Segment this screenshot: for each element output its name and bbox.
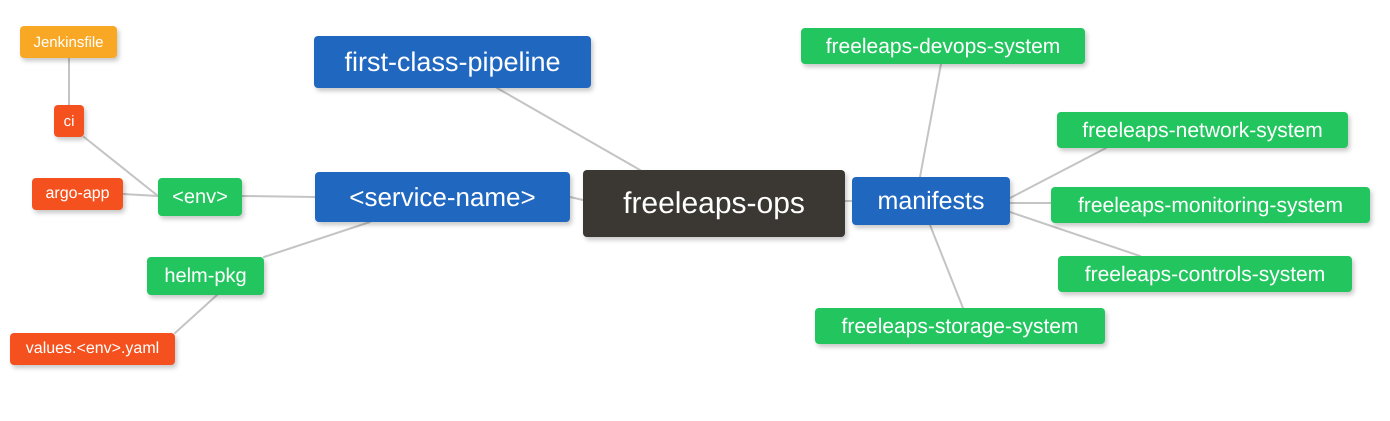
- mindmap-node-freeleaps-storage-system[interactable]: freeleaps-storage-system: [815, 308, 1105, 344]
- mindmap-node-first-class-pipeline[interactable]: first-class-pipeline: [314, 36, 591, 88]
- node-label-freeleaps-controls-system: freeleaps-controls-system: [1084, 262, 1326, 286]
- node-label-helm-pkg: helm-pkg: [164, 265, 247, 287]
- mindmap-node-env[interactable]: <env>: [158, 178, 242, 216]
- edge-first-class-pipeline-to-freeleaps-ops: [496, 87, 641, 171]
- node-label-manifests: manifests: [877, 186, 985, 215]
- node-label-values-env-yaml: values.<env>.yaml: [25, 340, 160, 357]
- node-label-ci: ci: [63, 112, 75, 130]
- node-label-env: <env>: [172, 186, 228, 208]
- edge-env-to-service-name: [241, 195, 316, 198]
- edge-helm-pkg-to-service-name: [263, 221, 371, 258]
- node-label-freeleaps-ops: freeleaps-ops: [623, 186, 805, 220]
- mindmap-node-freeleaps-controls-system[interactable]: freeleaps-controls-system: [1058, 256, 1352, 292]
- edge-manifests-to-freeleaps-storage-system: [929, 224, 964, 309]
- node-label-freeleaps-monitoring-system: freeleaps-monitoring-system: [1078, 193, 1343, 217]
- mindmap-node-freeleaps-network-system[interactable]: freeleaps-network-system: [1057, 112, 1348, 148]
- node-label-first-class-pipeline: first-class-pipeline: [344, 46, 561, 77]
- node-label-freeleaps-network-system: freeleaps-network-system: [1082, 118, 1323, 142]
- node-label-service-name: <service-name>: [349, 182, 536, 212]
- node-label-freeleaps-devops-system: freeleaps-devops-system: [825, 34, 1061, 58]
- mindmap-node-freeleaps-ops[interactable]: freeleaps-ops: [583, 170, 845, 237]
- mindmap-node-helm-pkg[interactable]: helm-pkg: [147, 257, 264, 295]
- mindmap-node-jenkinsfile[interactable]: Jenkinsfile: [20, 26, 117, 58]
- mindmap-node-freeleaps-monitoring-system[interactable]: freeleaps-monitoring-system: [1051, 187, 1370, 223]
- mindmap-node-manifests[interactable]: manifests: [852, 177, 1010, 225]
- mindmap-node-argo-app[interactable]: argo-app: [32, 178, 123, 210]
- edge-manifests-to-freeleaps-devops-system: [919, 63, 942, 178]
- node-label-freeleaps-storage-system: freeleaps-storage-system: [841, 314, 1079, 338]
- node-label-argo-app: argo-app: [45, 185, 110, 202]
- mindmap-node-service-name[interactable]: <service-name>: [315, 172, 570, 222]
- edge-service-name-to-freeleaps-ops: [569, 196, 584, 201]
- mindmap-node-values-env-yaml[interactable]: values.<env>.yaml: [10, 333, 175, 365]
- edge-values-env-yaml-to-helm-pkg: [174, 294, 218, 334]
- mindmap-node-ci[interactable]: ci: [54, 105, 84, 137]
- mindmap-node-freeleaps-devops-system[interactable]: freeleaps-devops-system: [801, 28, 1085, 64]
- node-label-jenkinsfile: Jenkinsfile: [33, 33, 104, 51]
- edge-argo-app-to-env: [122, 193, 159, 197]
